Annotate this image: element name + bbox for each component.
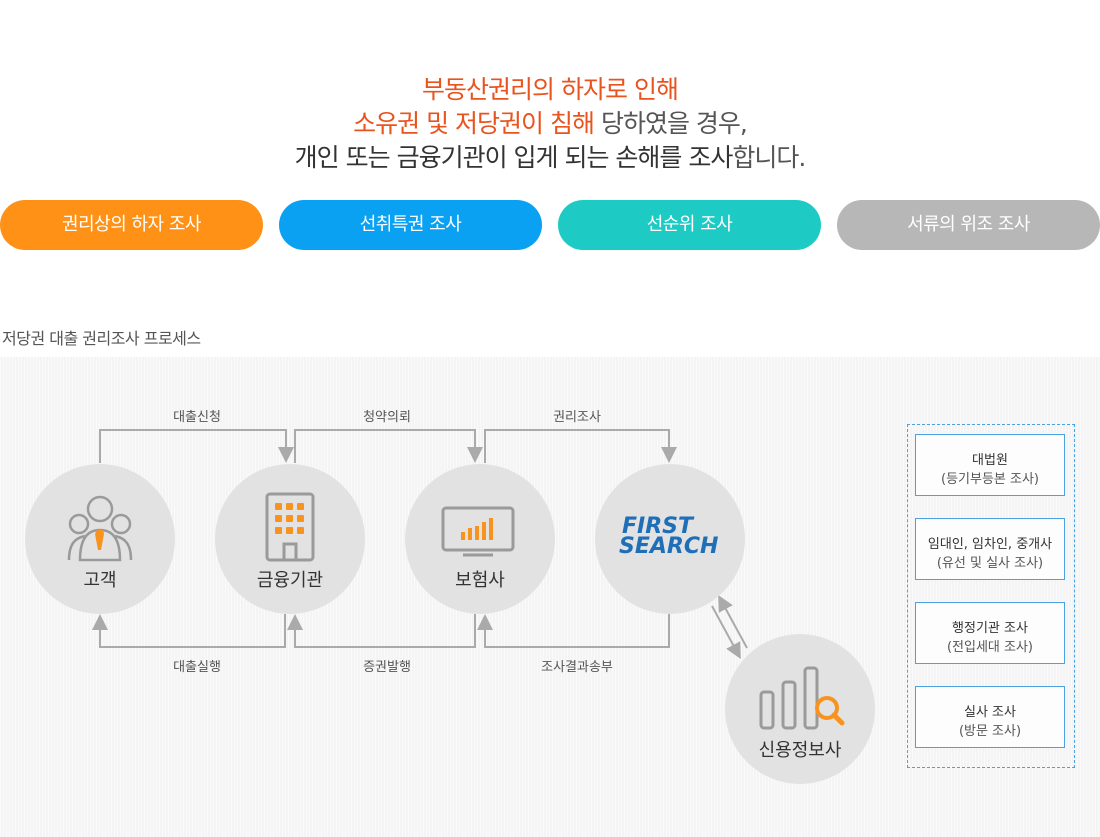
- pill-title-defect-search[interactable]: 권리상의 하자 조사: [0, 200, 263, 250]
- node-credit-info-agency-label: 신용정보사: [758, 740, 842, 761]
- side-box-title: 행정기관 조사: [952, 621, 1028, 636]
- headline-line-3: 개인 또는 금융기관이 입게 되는 손해를 조사합니다.: [0, 138, 1100, 174]
- headline-line-2: 소유권 및 저당권이 침해 당하였을 경우,: [0, 104, 1100, 140]
- node-first-search: FIRST SEARCH: [595, 464, 745, 614]
- headline-line-1: 부동산권리의 하자로 인해: [422, 75, 679, 104]
- pill-document-forgery-search[interactable]: 서류의 위조 조사: [837, 200, 1100, 250]
- side-box-sub: (방문 조사): [958, 724, 1022, 739]
- node-customer-label: 고객: [83, 570, 117, 591]
- building-icon: [265, 492, 315, 562]
- flow-label-loan-application: 대출신청: [173, 410, 221, 425]
- side-box-field-inspection: 실사 조사 (방문 조사): [915, 686, 1065, 748]
- flow-label-result-delivery: 조사결과송부: [541, 660, 613, 675]
- node-customer: 고객: [25, 464, 175, 614]
- side-box-supreme-court: 대법원 (등기부등본 조사): [915, 434, 1065, 496]
- node-insurer-label: 보험사: [455, 570, 505, 591]
- flow-label-title-search: 권리조사: [553, 410, 601, 425]
- section-title: 저당권 대출 권리조사 프로세스: [2, 329, 201, 348]
- side-box-title: 임대인, 임차인, 중개사: [927, 537, 1053, 552]
- investigation-sources-frame: [907, 424, 1075, 768]
- monitor-chart-icon: [441, 506, 515, 557]
- side-box-landlord-tenant-broker: 임대인, 임차인, 중개사 (유선 및 실사 조사): [915, 518, 1065, 580]
- pill-priority-lien-search[interactable]: 선취특권 조사: [279, 200, 542, 250]
- node-insurer: 보험사: [405, 464, 555, 614]
- side-box-title: 대법원: [972, 453, 1008, 468]
- headline-line-2-rest: 당하였을 경우,: [594, 109, 748, 138]
- node-financial-institution-label: 금융기관: [256, 570, 324, 591]
- headline-line-2-accent: 소유권 및 저당권이 침해: [353, 109, 595, 138]
- side-box-sub: (전입세대 조사): [946, 640, 1034, 655]
- first-search-logo-line-1: FIRST: [622, 514, 694, 539]
- headline-line-3-rest: 합니다.: [732, 143, 806, 172]
- flow-label-policy-issuance: 증권발행: [363, 660, 411, 675]
- side-box-sub: (유선 및 실사 조사): [936, 556, 1044, 571]
- side-box-sub: (등기부등본 조사): [941, 472, 1039, 487]
- flow-label-subscription-request: 청약의뢰: [363, 410, 411, 425]
- side-box-title: 실사 조사: [964, 705, 1016, 720]
- flow-label-loan-execution: 대출실행: [173, 660, 221, 675]
- first-search-logo-line-2: SEARCH: [619, 534, 719, 559]
- node-credit-info-agency: 신용정보사: [725, 634, 875, 784]
- node-financial-institution: 금융기관: [215, 464, 365, 614]
- process-panel: [0, 357, 1100, 837]
- customer-icon: [67, 495, 133, 562]
- headline-line-3-bold: 개인 또는 금융기관이 입게 되는 손해를 조사: [294, 143, 734, 172]
- pill-senior-rank-search[interactable]: 선순위 조사: [558, 200, 821, 250]
- bar-search-icon: [759, 666, 845, 730]
- side-box-administrative-agency: 행정기관 조사 (전입세대 조사): [915, 602, 1065, 664]
